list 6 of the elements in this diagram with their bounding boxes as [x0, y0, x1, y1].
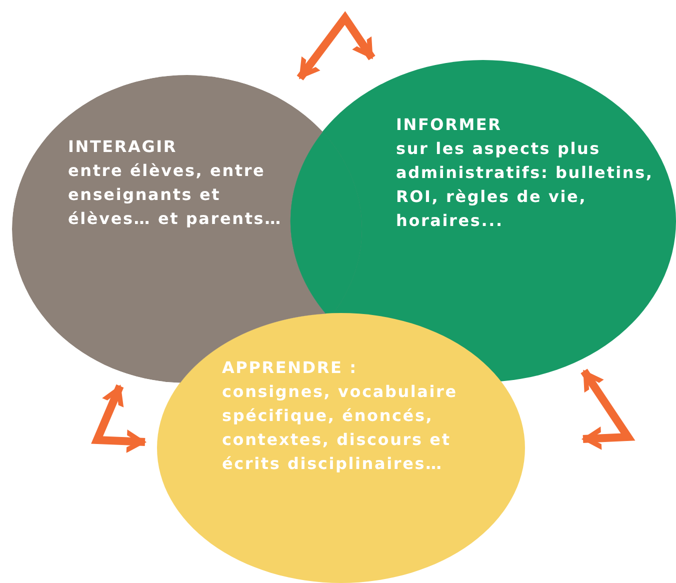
node-heading: APPRENDRE : — [222, 357, 358, 379]
node-text: sur les aspects plus administratifs: bulletins, ROI, règles de vie, horaires... — [396, 138, 654, 232]
node-text: consignes, vocabulaire spécifique, énoncés, contextes, discours et écrits disciplinaires… — [222, 381, 458, 475]
node-heading: INTERAGIR — [68, 136, 178, 158]
node-heading: INFORMER — [396, 114, 503, 136]
node-text: entre élèves, entre enseignants et élèves… et parents… — [68, 160, 283, 230]
